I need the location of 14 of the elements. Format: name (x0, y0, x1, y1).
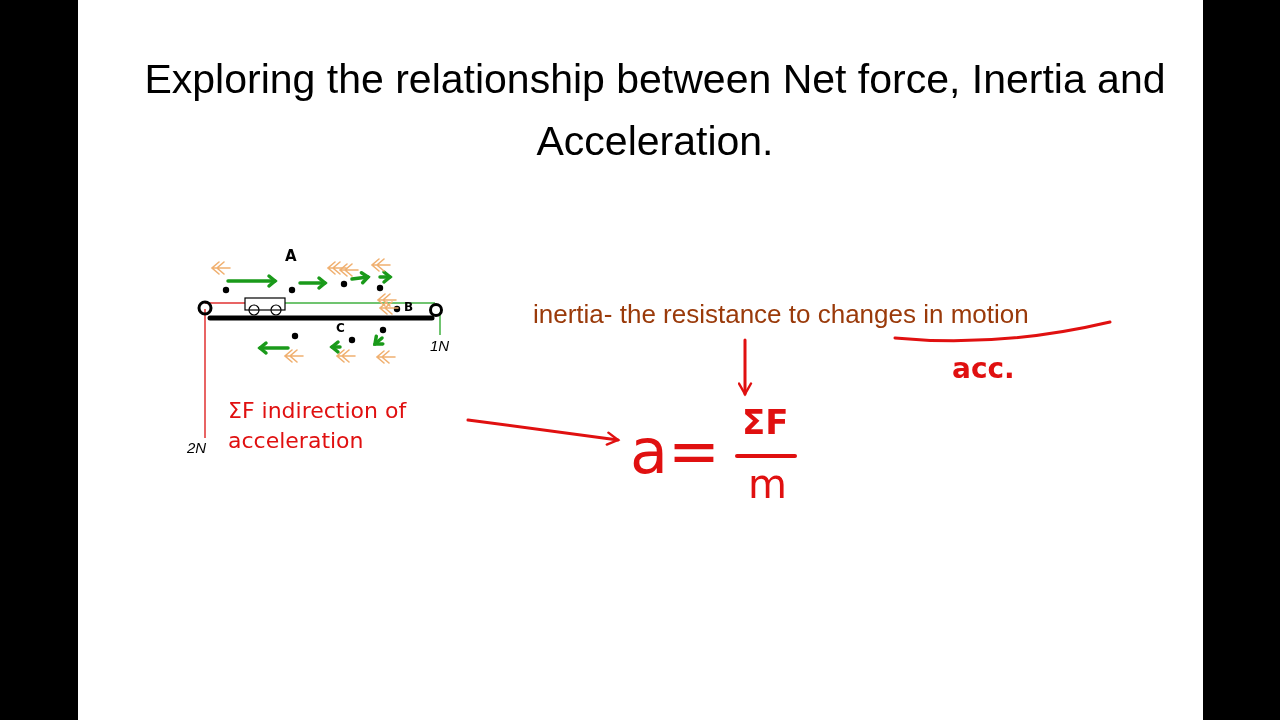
formula-variable: a= (630, 414, 720, 490)
force-label: 2N (187, 439, 207, 456)
handwritten-note: ΣF indirection of acceleration (227, 397, 408, 455)
denominator: m (748, 460, 787, 508)
handwritten-note: acc. (952, 352, 1015, 385)
arrow (737, 338, 753, 396)
point-label: B (404, 300, 414, 314)
force-label: 1N (430, 337, 450, 354)
arrow (466, 418, 620, 446)
numerator: ΣF (742, 402, 789, 442)
point-label: A (285, 247, 297, 265)
slide-title: Exploring the relationship between Net force, Inertia and Acceleration. (143, 55, 1167, 166)
point-label: C (336, 321, 345, 335)
definition-text: inertia- the resistance to changes in motion (533, 296, 1029, 332)
